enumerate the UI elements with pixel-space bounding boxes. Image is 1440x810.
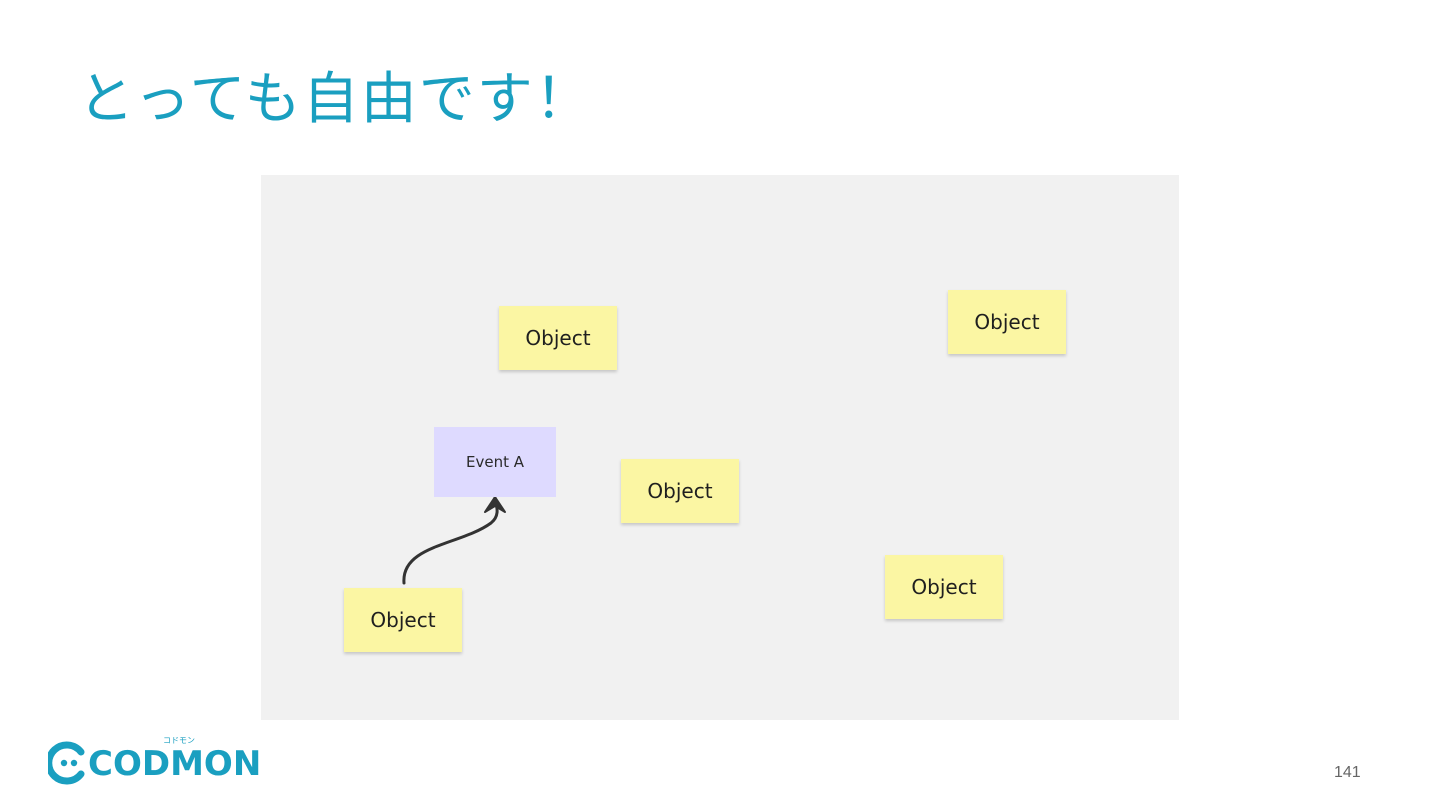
- logo-face-icon: [48, 741, 85, 785]
- page-number: 141: [1334, 764, 1361, 781]
- sticky-label: Object: [974, 310, 1040, 334]
- sticky-label: Object: [911, 575, 977, 599]
- sticky-object-middle[interactable]: Object: [621, 459, 739, 523]
- connector-arrow-line: [402, 496, 499, 585]
- sticky-label: Object: [647, 479, 713, 503]
- slide-title: とっても自由です！: [78, 67, 593, 132]
- sticky-object-bottom-right[interactable]: Object: [885, 555, 1003, 619]
- connector-arrow-head: [484, 496, 506, 513]
- event-label: Event A: [465, 453, 524, 471]
- sticky-object-bottom-left[interactable]: Object: [344, 588, 462, 652]
- logo-kana: コドモン: [163, 736, 195, 745]
- sticky-label: Object: [370, 608, 436, 632]
- sticky-object-top-right[interactable]: Object: [948, 290, 1066, 354]
- sticky-label: Object: [525, 326, 591, 350]
- diagram-board: Object Object Event A Object Object Obje…: [261, 175, 1179, 720]
- codmon-logo: コドモン CODMON: [48, 736, 261, 790]
- logo-text: CODMON: [88, 744, 262, 784]
- sticky-object-top-center[interactable]: Object: [499, 306, 617, 370]
- event-a-card[interactable]: Event A: [434, 427, 556, 497]
